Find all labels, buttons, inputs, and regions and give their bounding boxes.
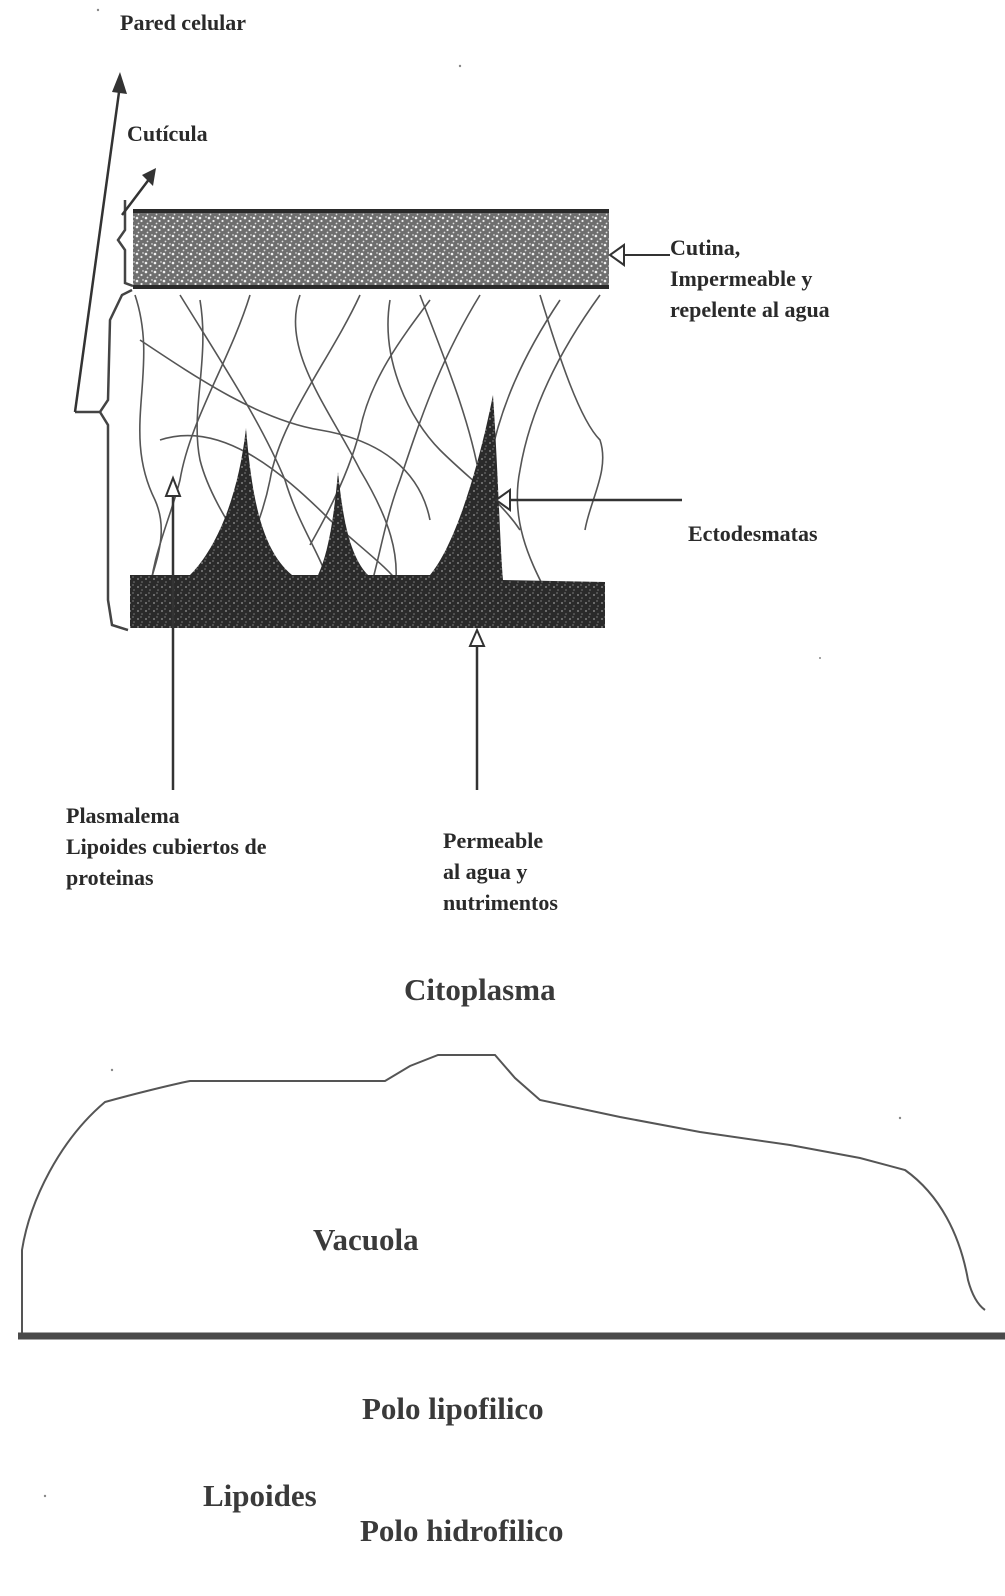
lipoides-label: Lipoides [203, 1478, 317, 1514]
cutina-line-1: Cutina, [670, 232, 830, 263]
permeable-line-2: al agua y [443, 856, 558, 887]
cuticula-label: Cutícula [127, 118, 208, 149]
plasmalema-line-2: Lipoides cubiertos de [66, 831, 266, 862]
plasmalema-line-1: Plasmalema [66, 800, 266, 831]
plasmalema-label: Plasmalema Lipoides cubiertos de protein… [66, 800, 266, 893]
cutina-line-2: Impermeable y [670, 263, 830, 294]
cutina-line-3: repelente al agua [670, 294, 830, 325]
vacuola-outline [22, 1055, 985, 1333]
vacuola-label: Vacuola [313, 1222, 419, 1258]
polo-hidrofilico-label: Polo hidrofilico [360, 1513, 564, 1549]
permeable-line-1: Permeable [443, 825, 558, 856]
cutina-band [133, 210, 609, 289]
plasmalema-band [130, 395, 605, 628]
ectodesmatas-label: Ectodesmatas [688, 518, 818, 549]
permeable-line-3: nutrimentos [443, 887, 558, 918]
pared-celular-label: Pared celular [120, 7, 246, 38]
cutina-label: Cutina, Impermeable y repelente al agua [670, 232, 830, 325]
permeable-label: Permeable al agua y nutrimentos [443, 825, 558, 918]
polo-lipofilico-label: Polo lipofilico [362, 1391, 544, 1427]
cuticula-bracket [118, 200, 133, 286]
plasmalema-line-3: proteinas [66, 862, 266, 893]
citoplasma-label: Citoplasma [404, 972, 556, 1008]
